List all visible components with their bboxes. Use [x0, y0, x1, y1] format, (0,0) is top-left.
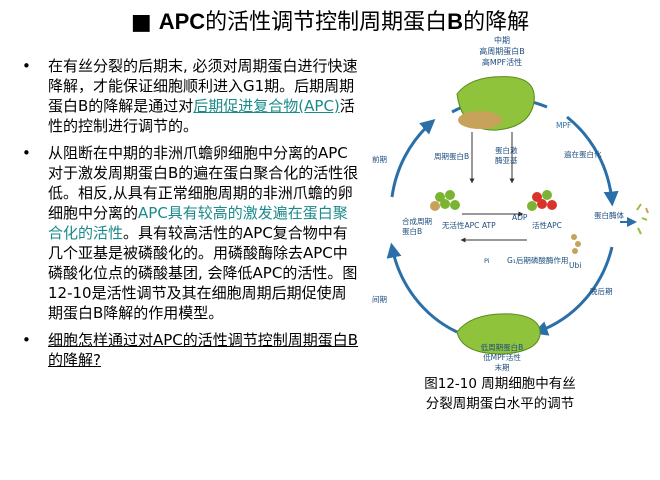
protein-fragments-icon: [636, 203, 649, 235]
title-suffix: 的降解: [463, 10, 530, 35]
label-active-apc: 活性APC: [532, 220, 562, 230]
inactive-apc-cluster: [430, 190, 460, 211]
active-apc-cluster: [527, 190, 557, 211]
label-high-cyclin: 高周期蛋白B: [479, 46, 525, 56]
label-ubiquitinated: 遍在蛋白化: [564, 149, 602, 159]
cycle-arrow-left-bottom: [386, 242, 458, 334]
bullet-dot-icon: •: [22, 331, 31, 349]
label-atp: ATP: [482, 221, 496, 230]
caption-line-2: 分裂周期蛋白水平的调节: [425, 396, 575, 412]
low-mpf-shape: [456, 313, 541, 355]
label-low-cyclin: 低周期蛋白B: [481, 342, 524, 352]
label-adp: ADP: [512, 213, 528, 222]
caption-line-1: 图12-10 周期细胞中有丝: [424, 376, 576, 392]
square-bullet-icon: ■: [130, 10, 159, 35]
highlight-text: APC具有较高的激发遍在蛋白聚合化的活性: [48, 204, 348, 242]
label-interphase: 间期: [372, 295, 387, 304]
question-text: 细胞怎样通过对APC的活性调节控制周期蛋白B的降解?: [48, 331, 359, 369]
page-title: ■ APC的活性调节控制周期蛋白B的降解: [0, 8, 660, 37]
title-b: B: [447, 9, 464, 34]
cycle-arrow-right-bottom: [532, 246, 614, 336]
label-prophase: 前期: [372, 154, 387, 164]
label-low-mpf: 低MPF活性: [483, 352, 521, 362]
label-kinase-1: 蛋白激: [495, 145, 518, 155]
bullet-1: • 在有丝分裂的后期末, 必须对周期蛋白进行快速降解，才能保证细胞顺利进入G1期…: [22, 57, 358, 135]
cyclin-b-shape: [458, 111, 502, 129]
label-synth-1: 合成周期: [402, 216, 432, 226]
label-telophase: 末期: [495, 362, 510, 372]
bullet-dot-icon: •: [22, 144, 31, 162]
apc-link[interactable]: 后期促进复合物(APC): [193, 97, 340, 115]
label-high-mpf: 高MPF活性: [482, 57, 522, 67]
label-ubi: Ubi: [569, 261, 581, 270]
text-column: • 在有丝分裂的后期末, 必须对周期蛋白进行快速降解，才能保证细胞顺利进入G1期…: [22, 56, 360, 377]
label-synth-2: 蛋白B: [402, 226, 422, 236]
label-inactive-apc: 无活性APC: [442, 220, 479, 230]
cycle-arrow-left-top: [390, 119, 436, 198]
cycle-arrow-right-top: [566, 115, 619, 207]
label-kinase-2: 酶亚基: [495, 155, 518, 165]
label-metaphase: 中期: [494, 35, 510, 45]
bullet-3: • 细胞怎样通过对APC的活性调节控制周期蛋白B的降解?: [22, 330, 360, 370]
label-cyclin-b: 周期蛋白B: [434, 151, 469, 161]
ubiquitin-chain: [571, 234, 581, 254]
figure-caption: 图12-10 周期细胞中有丝 分裂周期蛋白水平的调节: [372, 374, 628, 414]
title-apc: APC: [158, 9, 206, 34]
label-phosphatase: G₁后期磷酸酶作用: [507, 255, 568, 265]
label-mpf: MPF: [556, 121, 571, 130]
cell-cycle-diagram: 中期 高周期蛋白B 高MPF活性 MPF 周期蛋白B 蛋白激 酶亚基 遍在蛋白化…: [372, 35, 649, 372]
label-proteasome: 蛋白酶体: [594, 210, 624, 220]
label-pi: Pi: [484, 257, 490, 265]
bullet-2: • 从阻断在中期的非洲爪蟾卵细胞中分离的APC对于激发周期蛋白B的遍在蛋白聚合化…: [22, 144, 359, 322]
label-late-anaphase: 晚后期: [590, 286, 613, 296]
title-middle: 的活性调节控制周期蛋白: [205, 10, 448, 35]
bullet-dot-icon: •: [22, 57, 31, 75]
